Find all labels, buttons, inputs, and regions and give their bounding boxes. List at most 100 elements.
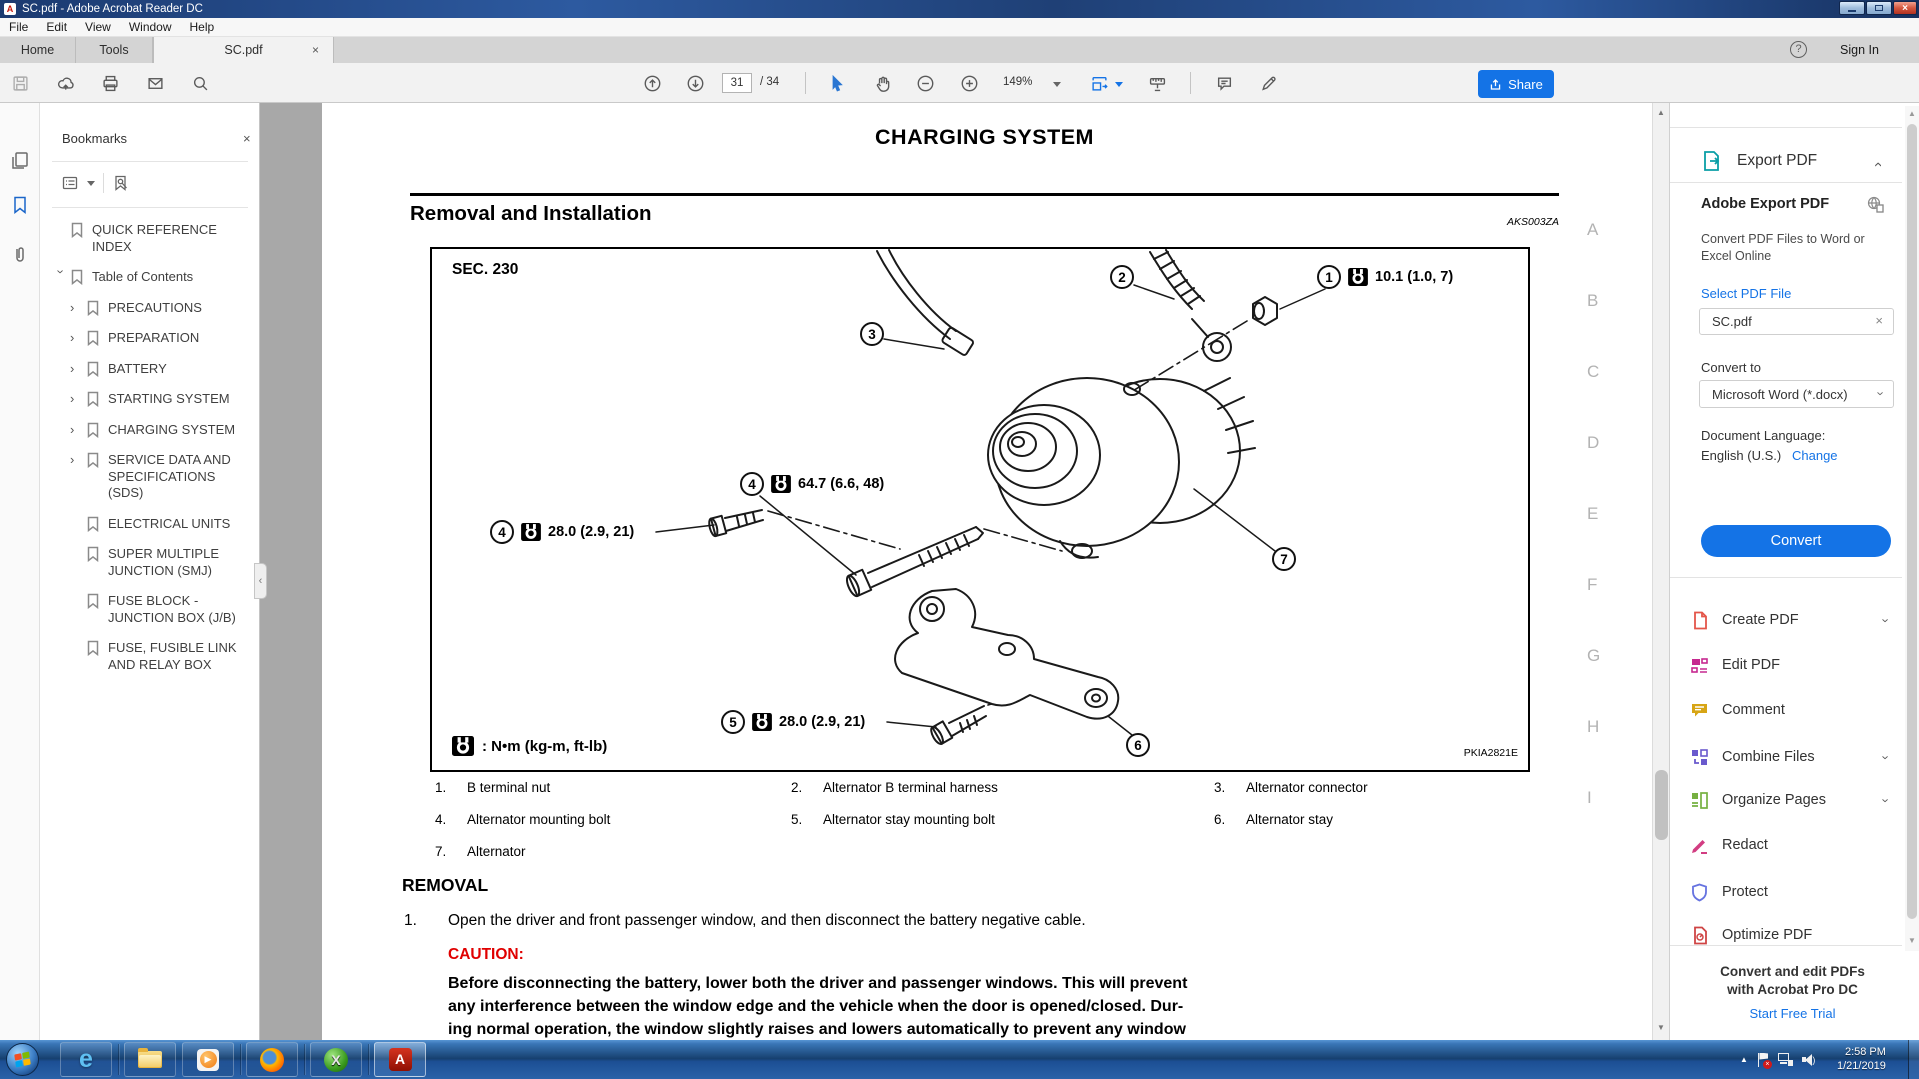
tool-edit-pdf[interactable]: Edit PDF: [1690, 648, 1902, 682]
select-pdf-file-link[interactable]: Select PDF File: [1701, 286, 1792, 301]
comment-tool-icon[interactable]: [1216, 75, 1233, 92]
format-dropdown[interactable]: Microsoft Word (*.docx) ›: [1699, 380, 1894, 408]
bookmark-item[interactable]: SUPER MULTIPLE JUNCTION (SMJ): [40, 539, 259, 586]
selected-file-field[interactable]: SC.pdf ×: [1699, 308, 1894, 335]
cloud-upload-icon[interactable]: [57, 75, 74, 92]
export-pdf-header[interactable]: Export PDF: [1701, 150, 1817, 172]
scrollbar-thumb[interactable]: [1907, 124, 1917, 919]
expand-current-bookmark-icon[interactable]: [112, 175, 129, 192]
show-desktop-button[interactable]: [1908, 1040, 1919, 1079]
bookmark-item[interactable]: ›SERVICE DATA AND SPECIFICATIONS (SDS): [40, 445, 259, 509]
fit-width-icon[interactable]: [1091, 75, 1108, 92]
zoom-in-icon[interactable]: [961, 75, 978, 92]
save-icon[interactable]: [12, 75, 29, 92]
clock[interactable]: 2:58 PM 1/21/2019: [1824, 1046, 1886, 1073]
bookmark-item[interactable]: ›Table of Contents: [40, 262, 259, 293]
bookmark-item[interactable]: ›BATTERY: [40, 354, 259, 385]
menu-item-help[interactable]: Help: [189, 20, 215, 34]
tool-create-pdf[interactable]: Create PDF›: [1690, 603, 1902, 637]
menu-item-edit[interactable]: Edit: [46, 20, 68, 34]
convert-button[interactable]: Convert: [1701, 525, 1891, 557]
page-thumbnails-icon[interactable]: [10, 151, 30, 171]
share-button[interactable]: Share: [1478, 70, 1554, 98]
action-center-flag-icon[interactable]: ×: [1757, 1052, 1772, 1069]
bookmarks-close-icon[interactable]: ×: [243, 131, 251, 146]
bookmark-item[interactable]: FUSE BLOCK - JUNCTION BOX (J/B): [40, 586, 259, 633]
search-icon[interactable]: [192, 75, 209, 92]
print-icon[interactable]: [102, 75, 119, 92]
bookmark-item[interactable]: ELECTRICAL UNITS: [40, 509, 259, 540]
zoom-out-icon[interactable]: [917, 75, 934, 92]
previous-page-icon[interactable]: [644, 75, 661, 92]
chevron-collapsed-icon[interactable]: ›: [70, 421, 75, 437]
tool-protect[interactable]: Protect: [1690, 875, 1902, 909]
bookmark-item[interactable]: ›STARTING SYSTEM: [40, 384, 259, 415]
scroll-up-icon[interactable]: ▲: [1908, 109, 1916, 118]
change-language-link[interactable]: Change: [1792, 448, 1838, 463]
hand-tool-icon[interactable]: [874, 75, 891, 92]
chevron-down-icon[interactable]: ›: [1878, 797, 1894, 803]
clear-file-icon[interactable]: ×: [1875, 313, 1883, 328]
chevron-down-icon[interactable]: ›: [1878, 617, 1894, 623]
collapse-section-icon[interactable]: ›: [1869, 162, 1886, 167]
panel-scrollbar[interactable]: ▲ ▼: [1905, 106, 1919, 951]
chevron-down-icon[interactable]: ›: [1878, 754, 1894, 760]
tray-expand-icon[interactable]: ▲: [1740, 1055, 1748, 1064]
scrollbar-thumb[interactable]: [1655, 770, 1668, 840]
document-scrollbar[interactable]: ▲ ▼: [1652, 103, 1669, 1040]
chevron-collapsed-icon[interactable]: ›: [70, 360, 75, 376]
tab-tools[interactable]: Tools: [76, 37, 153, 63]
menu-item-file[interactable]: File: [9, 20, 29, 34]
tool-redact[interactable]: Redact: [1690, 828, 1902, 862]
explorer-taskbar-button[interactable]: [124, 1042, 176, 1077]
bookmark-item[interactable]: ›PRECAUTIONS: [40, 293, 259, 324]
pencil-tool-icon[interactable]: [1260, 75, 1277, 92]
tab-home[interactable]: Home: [0, 37, 76, 63]
start-free-trial-link[interactable]: Start Free Trial: [1749, 1006, 1836, 1021]
tool-combine-files[interactable]: Combine Files›: [1690, 740, 1902, 774]
firefox-taskbar-button[interactable]: [246, 1042, 298, 1077]
volume-icon[interactable]: ): [1801, 1053, 1815, 1066]
sign-in-link[interactable]: Sign In: [1840, 43, 1879, 57]
x-app-taskbar-button[interactable]: X: [310, 1042, 362, 1077]
start-button[interactable]: [6, 1043, 39, 1076]
bookmarks-panel-icon[interactable]: [10, 195, 30, 215]
menu-item-view[interactable]: View: [85, 20, 111, 34]
collapse-left-panel-handle[interactable]: ‹: [254, 563, 267, 599]
tool-organize-pages[interactable]: Organize Pages›: [1690, 783, 1902, 817]
acrobat-taskbar-button[interactable]: A: [374, 1042, 426, 1077]
chevron-collapsed-icon[interactable]: ›: [70, 330, 75, 345]
email-icon[interactable]: [147, 75, 164, 92]
scroll-down-icon[interactable]: ▼: [1657, 1023, 1665, 1032]
attachments-icon[interactable]: [10, 245, 30, 265]
tool-optimize-pdf[interactable]: Optimize PDF: [1690, 918, 1902, 952]
zoom-level-value[interactable]: 149%: [1003, 76, 1033, 88]
close-button[interactable]: ×: [1893, 1, 1917, 15]
options-dropdown-icon[interactable]: [87, 180, 95, 186]
chevron-collapsed-icon[interactable]: ›: [70, 452, 75, 467]
selection-tool-icon[interactable]: [828, 74, 845, 92]
bookmark-item[interactable]: ›CHARGING SYSTEM: [40, 415, 259, 446]
chevron-collapsed-icon[interactable]: ›: [70, 391, 75, 406]
media-player-taskbar-button[interactable]: ▶: [182, 1042, 234, 1077]
network-icon[interactable]: [1777, 1053, 1793, 1066]
maximize-button[interactable]: [1866, 1, 1892, 15]
bookmark-item[interactable]: QUICK REFERENCE INDEX: [40, 215, 259, 262]
page-number-input[interactable]: 31: [722, 73, 752, 93]
measure-tool-icon[interactable]: [1149, 75, 1166, 92]
scroll-down-icon[interactable]: ▼: [1908, 936, 1916, 945]
bookmark-item[interactable]: ›PREPARATION: [40, 323, 259, 354]
menu-item-window[interactable]: Window: [128, 20, 172, 34]
minimize-button[interactable]: [1839, 1, 1865, 15]
ie-taskbar-button[interactable]: e: [60, 1042, 112, 1077]
scroll-up-icon[interactable]: ▲: [1657, 108, 1665, 117]
tab-document[interactable]: SC.pdf ×: [153, 37, 334, 63]
fit-dropdown-icon[interactable]: [1115, 82, 1123, 87]
tab-close-icon[interactable]: ×: [311, 43, 319, 57]
chevron-expanded-icon[interactable]: ›: [53, 269, 69, 274]
chevron-collapsed-icon[interactable]: ›: [70, 299, 75, 315]
next-page-icon[interactable]: [687, 75, 704, 92]
zoom-dropdown-icon[interactable]: [1053, 82, 1061, 87]
bookmark-item[interactable]: FUSE, FUSIBLE LINK AND RELAY BOX: [40, 633, 259, 680]
bookmarks-options-icon[interactable]: [62, 175, 79, 192]
